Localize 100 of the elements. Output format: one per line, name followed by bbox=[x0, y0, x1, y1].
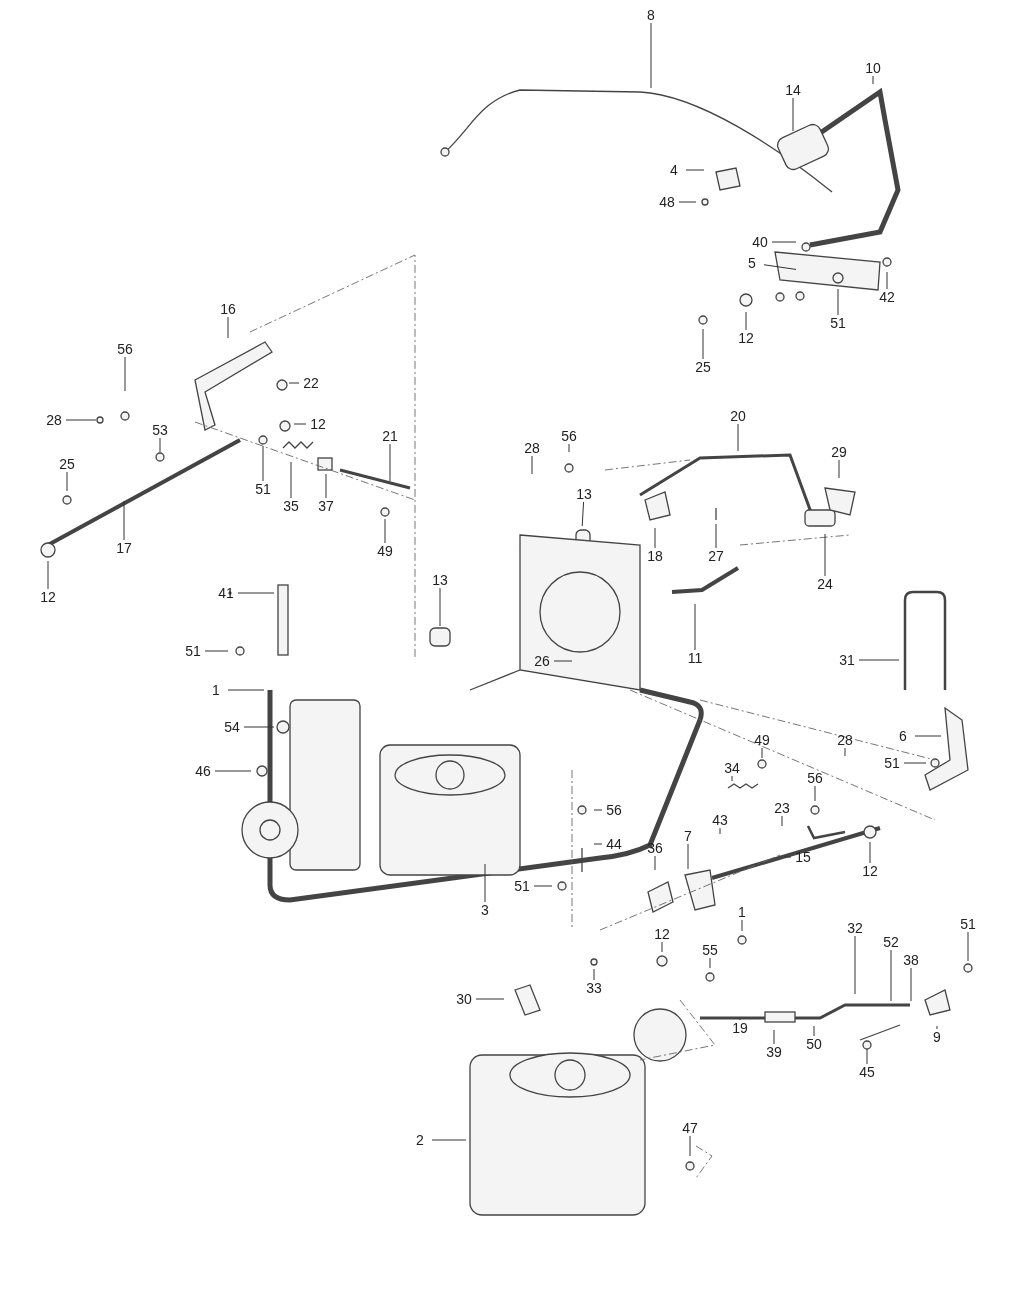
leader-line bbox=[290, 461, 292, 499]
callout-number: 50 bbox=[802, 1036, 826, 1052]
leader-line bbox=[65, 419, 97, 421]
callout-number: 13 bbox=[572, 486, 596, 502]
callout-number: 37 bbox=[314, 498, 338, 514]
leader-line bbox=[914, 735, 942, 737]
leader-line bbox=[694, 603, 696, 651]
leader-line bbox=[581, 501, 585, 527]
leader-line bbox=[858, 659, 900, 661]
leader-line bbox=[204, 650, 229, 652]
callout-number: 33 bbox=[582, 980, 606, 996]
leader-line bbox=[593, 843, 603, 845]
callout-number: 18 bbox=[643, 548, 667, 564]
leader-line bbox=[702, 328, 704, 360]
callout-number: 12 bbox=[650, 926, 674, 942]
leader-line bbox=[709, 957, 711, 969]
callout-number: 16 bbox=[216, 301, 240, 317]
callout-number: 10 bbox=[861, 60, 885, 76]
callout-number: 3 bbox=[473, 902, 497, 918]
leader-line bbox=[685, 169, 705, 171]
callout-number: 28 bbox=[42, 412, 66, 428]
leader-line bbox=[687, 843, 689, 870]
leader-line bbox=[731, 775, 733, 782]
leader-line bbox=[719, 827, 721, 835]
callout-number: 6 bbox=[891, 728, 915, 744]
callout-number: 22 bbox=[299, 375, 323, 391]
leader-line bbox=[237, 592, 275, 594]
callout-number: 25 bbox=[691, 359, 715, 375]
callout-number: 54 bbox=[220, 719, 244, 735]
callout-number: 32 bbox=[843, 920, 867, 936]
leader-line bbox=[531, 455, 533, 475]
leader-line bbox=[47, 560, 49, 590]
callout-number: 23 bbox=[770, 800, 794, 816]
leader-line bbox=[650, 22, 652, 89]
leader-line bbox=[792, 97, 794, 132]
callout-number: 24 bbox=[813, 576, 837, 592]
leader-line bbox=[159, 437, 161, 453]
leader-line bbox=[678, 201, 697, 203]
callout-number: 21 bbox=[378, 428, 402, 444]
leader-line bbox=[854, 935, 856, 995]
leader-line bbox=[910, 967, 912, 1002]
callout-number: 49 bbox=[373, 543, 397, 559]
callout-number: 51 bbox=[956, 916, 980, 932]
leader-line bbox=[715, 523, 717, 549]
callout-number: 9 bbox=[925, 1029, 949, 1045]
callout-number: 20 bbox=[726, 408, 750, 424]
callout-number: 43 bbox=[708, 812, 732, 828]
callout-number: 35 bbox=[279, 498, 303, 514]
leader-line bbox=[781, 815, 783, 827]
callout-number: 25 bbox=[55, 456, 79, 472]
callout-number: 34 bbox=[720, 760, 744, 776]
callout-number: 51 bbox=[251, 481, 275, 497]
callout-number: 28 bbox=[833, 732, 857, 748]
leader-line bbox=[837, 288, 839, 316]
callout-number: 49 bbox=[750, 732, 774, 748]
leader-line bbox=[654, 527, 656, 549]
leader-line bbox=[123, 500, 125, 541]
callout-number: 51 bbox=[880, 755, 904, 771]
leader-line bbox=[838, 459, 840, 479]
leader-line bbox=[293, 423, 307, 425]
leader-line bbox=[389, 443, 391, 482]
callout-number: 5 bbox=[740, 255, 764, 271]
leader-line bbox=[661, 941, 663, 953]
callout-number: 48 bbox=[655, 194, 679, 210]
leader-line bbox=[654, 855, 656, 871]
callout-number: 4 bbox=[662, 162, 686, 178]
callout-number: 51 bbox=[510, 878, 534, 894]
callout-number: 45 bbox=[855, 1064, 879, 1080]
leader-line bbox=[813, 1025, 815, 1037]
leader-line bbox=[227, 316, 229, 339]
callout-number: 40 bbox=[748, 234, 772, 250]
callout-number: 56 bbox=[602, 802, 626, 818]
callout-number: 27 bbox=[704, 548, 728, 564]
callout-number: 56 bbox=[113, 341, 137, 357]
callout-number: 14 bbox=[781, 82, 805, 98]
callout-number: 56 bbox=[803, 770, 827, 786]
leader-line bbox=[593, 809, 603, 811]
callout-number: 51 bbox=[181, 643, 205, 659]
leader-line bbox=[439, 587, 441, 627]
leader-line bbox=[325, 473, 327, 499]
callout-number: 12 bbox=[858, 863, 882, 879]
leader-line bbox=[475, 998, 505, 1000]
callout-number: 17 bbox=[112, 540, 136, 556]
callout-number: 29 bbox=[827, 444, 851, 460]
leader-line bbox=[903, 762, 927, 764]
callout-number: 1 bbox=[204, 682, 228, 698]
leader-line bbox=[741, 919, 743, 932]
callout-number: 36 bbox=[643, 840, 667, 856]
callout-number: 1 bbox=[730, 904, 754, 920]
leader-line bbox=[745, 311, 747, 331]
leader-line bbox=[484, 863, 486, 903]
callout-number: 12 bbox=[306, 416, 330, 432]
callout-number: 56 bbox=[557, 428, 581, 444]
callout-number: 8 bbox=[639, 7, 663, 23]
callout-number: 39 bbox=[762, 1044, 786, 1060]
leader-line bbox=[384, 518, 386, 544]
leader-line bbox=[866, 1048, 868, 1065]
leader-line bbox=[886, 271, 888, 290]
leader-line bbox=[227, 689, 265, 691]
leader-line bbox=[763, 264, 797, 270]
